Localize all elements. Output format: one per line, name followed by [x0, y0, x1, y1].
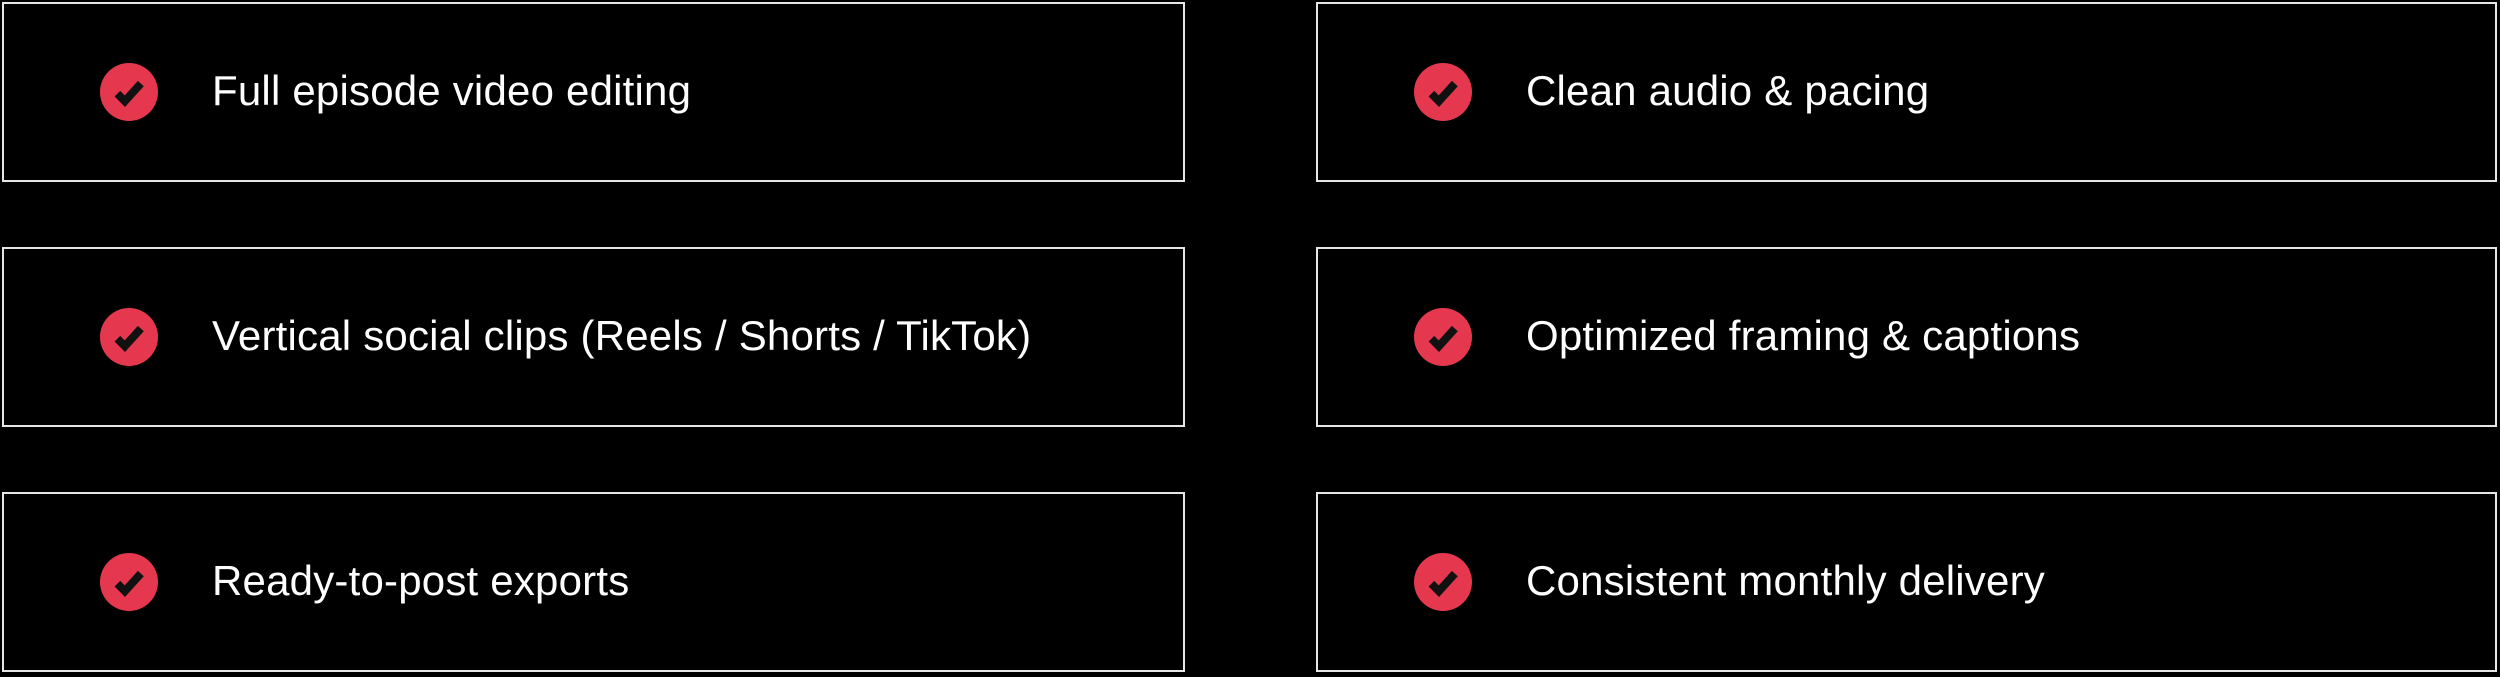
feature-card: Ready-to-post exports: [2, 492, 1185, 672]
feature-card: Full episode video editing: [2, 2, 1185, 182]
feature-label: Full episode video editing: [212, 67, 692, 114]
feature-card: Vertical social clips (Reels / Shorts / …: [2, 247, 1185, 427]
check-circle-icon: [1414, 308, 1472, 366]
feature-label: Consistent monthly delivery: [1526, 557, 2045, 604]
check-circle-icon: [100, 553, 158, 611]
check-circle-icon: [100, 63, 158, 121]
check-circle-icon: [1414, 63, 1472, 121]
feature-label: Vertical social clips (Reels / Shorts / …: [212, 312, 1032, 359]
feature-card: Clean audio & pacing: [1316, 2, 2497, 182]
feature-label: Clean audio & pacing: [1526, 67, 1930, 114]
feature-label: Ready-to-post exports: [212, 557, 630, 604]
feature-card: Consistent monthly delivery: [1316, 492, 2497, 672]
check-circle-icon: [1414, 553, 1472, 611]
feature-card: Optimized framing & captions: [1316, 247, 2497, 427]
feature-label: Optimized framing & captions: [1526, 312, 2081, 359]
check-circle-icon: [100, 308, 158, 366]
